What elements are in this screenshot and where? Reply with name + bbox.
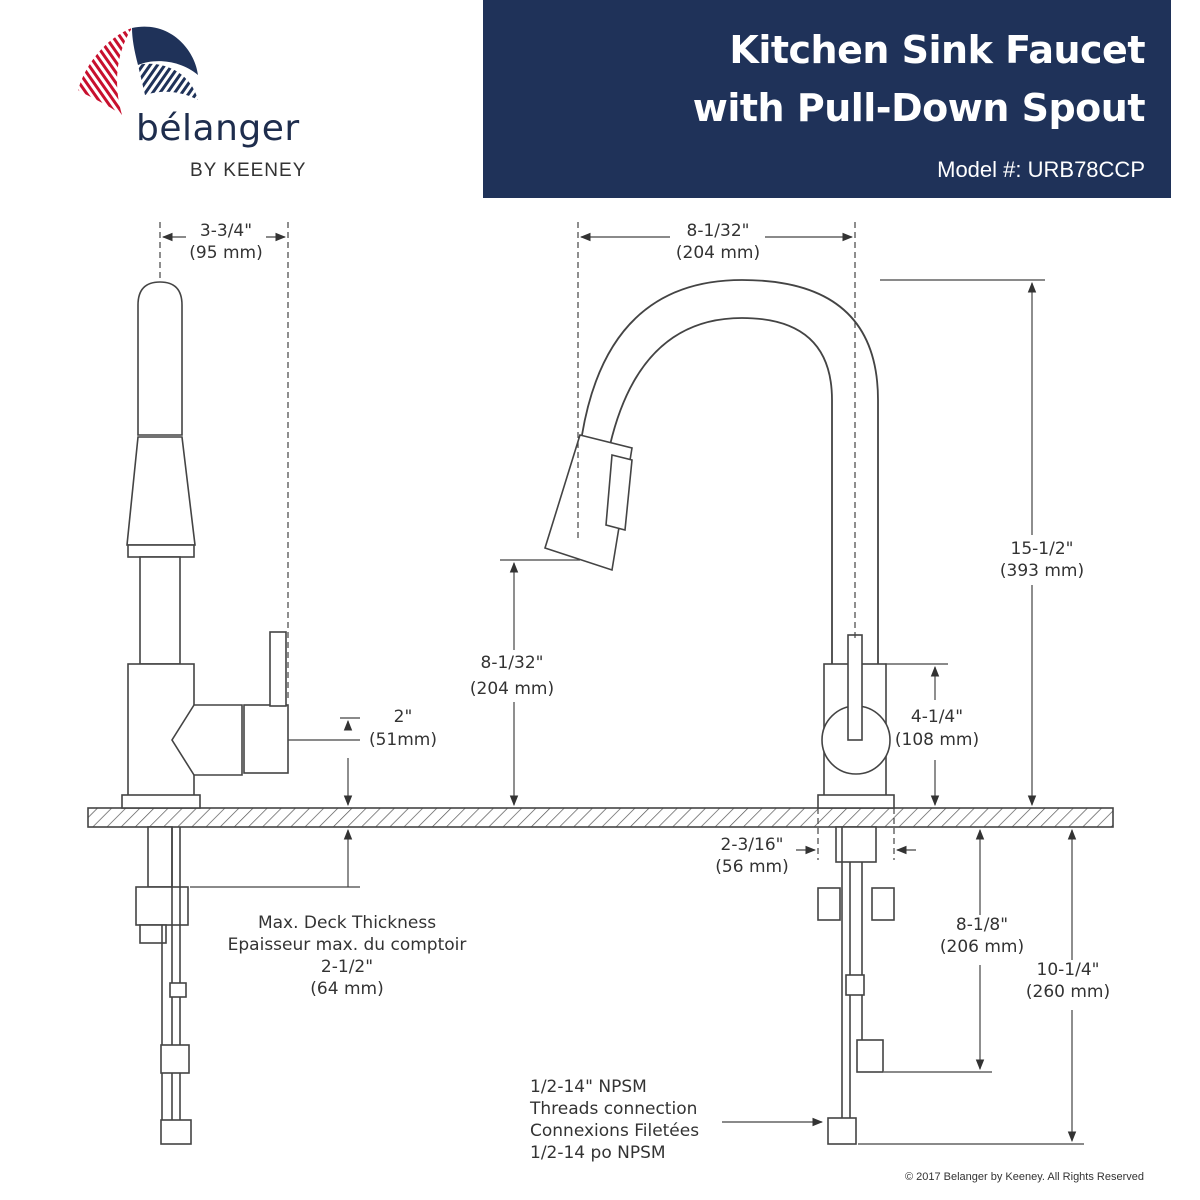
copyright-notice: © 2017 Belanger by Keeney. All Rights Re… (904, 1171, 1144, 1183)
side-view-faucet (121, 281, 289, 1145)
body-height-mm: (108 mm) (895, 730, 979, 750)
side-width-inch: 3-3/4" (200, 221, 252, 241)
deck-thickness-en: Max. Deck Thickness (258, 913, 436, 933)
thread-spec-line-3: Connexions Filetées (530, 1121, 699, 1141)
front-view-faucet (544, 279, 895, 1145)
spout-reach-inch: 8-1/32" (687, 221, 750, 241)
shank-length-inch: 8-1/8" (956, 915, 1008, 935)
spout-reach-mm: (204 mm) (676, 243, 760, 263)
handle-height-mm: (51mm) (369, 730, 437, 750)
thread-spec-line-4: 1/2-14 po NPSM (530, 1143, 666, 1163)
base-diameter-inch: 2-3/16" (721, 835, 784, 855)
brand-logo-icon (78, 26, 198, 115)
body-height-inch: 4-1/4" (911, 707, 963, 727)
shank-length-mm: (206 mm) (940, 937, 1024, 957)
supply-length-mm: (260 mm) (1026, 982, 1110, 1002)
countertop (87, 807, 1114, 828)
handle-height-inch: 2" (394, 707, 413, 727)
side-width-mm: (95 mm) (189, 243, 262, 263)
spout-clearance-mm: (204 mm) (470, 679, 554, 699)
thread-spec-line-2: Threads connection (529, 1099, 697, 1119)
brand-subtitle: BY KEENEY (190, 160, 307, 181)
spout-clearance-inch: 8-1/32" (481, 653, 544, 673)
base-diameter-mm: (56 mm) (715, 857, 788, 877)
deck-thickness-fr: Epaisseur max. du comptoir (228, 935, 467, 955)
model-number: Model #: URB78CCP (937, 157, 1145, 182)
title-banner: Kitchen Sink Faucet with Pull-Down Spout… (483, 0, 1171, 198)
page-title-line-1: Kitchen Sink Faucet (729, 28, 1145, 72)
brand-name: bélanger (136, 108, 300, 149)
deck-thickness-mm: (64 mm) (310, 979, 383, 999)
total-height-inch: 15-1/2" (1011, 539, 1074, 559)
page-title-line-2: with Pull-Down Spout (692, 86, 1146, 130)
deck-thickness-inch: 2-1/2" (321, 957, 373, 977)
total-height-mm: (393 mm) (1000, 561, 1084, 581)
thread-spec-line-1: 1/2-14" NPSM (530, 1077, 647, 1097)
supply-length-inch: 10-1/4" (1037, 960, 1100, 980)
